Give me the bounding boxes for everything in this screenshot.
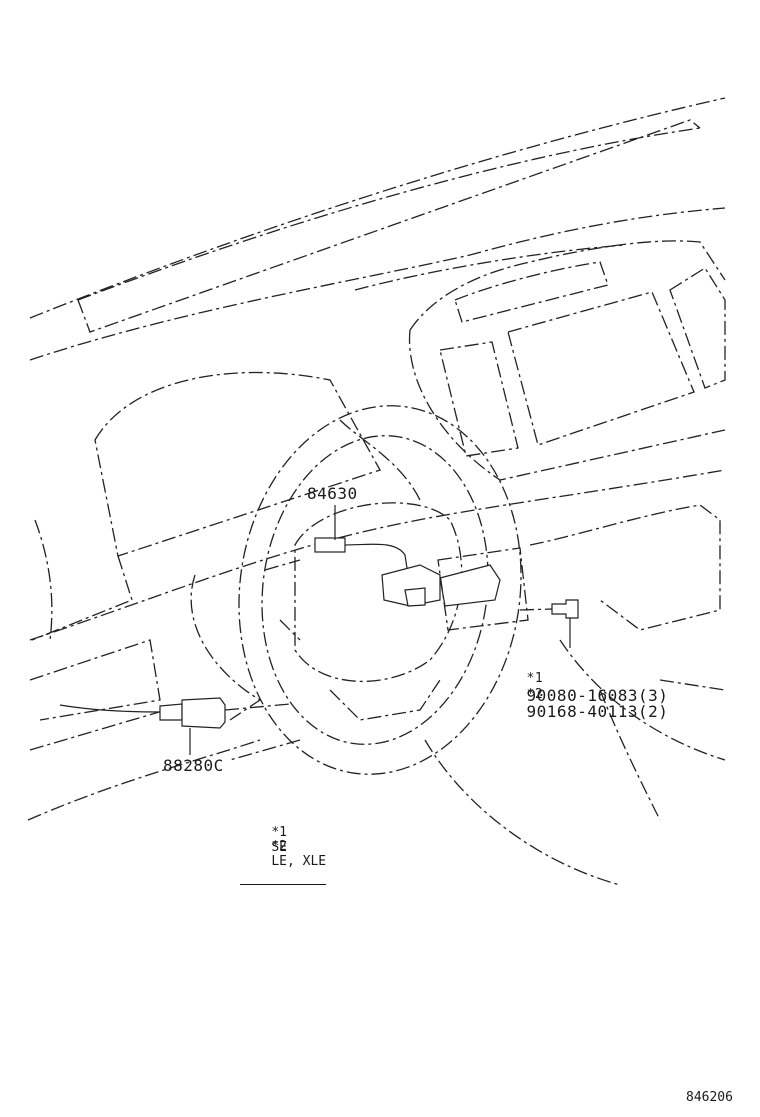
sensor-connector — [159, 703, 183, 721]
screw — [551, 599, 579, 619]
legend-mark-2: *2 — [271, 839, 287, 854]
steering-spoke-bottom — [329, 679, 441, 721]
dash-top-slot — [77, 119, 701, 333]
screw-1-number: 90080-16083 — [526, 686, 638, 705]
switch-connector — [314, 537, 346, 553]
left-lower — [29, 699, 201, 751]
steering-wheel-inner — [261, 435, 489, 745]
right-vent — [669, 267, 726, 389]
right-lower-panel — [559, 639, 726, 761]
cruise-switch-lever — [439, 564, 501, 607]
instrument-hood-lower — [31, 555, 133, 641]
dash-top-edge — [29, 97, 726, 319]
radio-panel — [507, 291, 695, 446]
screw-1-qty: (3) — [638, 686, 669, 705]
part-number-84630: 84630 — [307, 484, 358, 503]
center-vent — [454, 261, 609, 323]
sensor-mount-line — [224, 703, 291, 711]
figure-id: 846206 — [686, 1090, 733, 1105]
display-panel — [439, 341, 519, 457]
lower-right-line — [659, 679, 726, 691]
left-panel — [29, 639, 161, 721]
sensor-wire — [59, 704, 161, 713]
center-console-outer — [409, 240, 726, 331]
legend-text-1: SE — [271, 840, 287, 855]
screw-2-qty: (2) — [638, 702, 669, 721]
legend-row-2: *2 LE, XLE — [240, 824, 327, 885]
part-number-88280c: 88280C — [163, 756, 224, 775]
screw-line — [519, 608, 553, 611]
dash-top-edge-inner — [77, 127, 701, 301]
screw-2-row: *2 90168-40113(2) — [486, 664, 668, 740]
screw-1-row: *1 90080-16083(3) — [486, 648, 668, 724]
legend-text-2: LE, XLE — [271, 854, 327, 869]
cruise-switch-bracket — [404, 587, 426, 607]
column-shroud — [424, 739, 621, 886]
lower-dash-edge — [29, 469, 726, 641]
screw-2-mark: *2 — [526, 687, 544, 702]
sensor-body — [181, 697, 226, 729]
steering-upper — [339, 419, 421, 501]
left-bottom — [27, 739, 261, 821]
legend-row-1: *1 SE — [240, 810, 287, 870]
instrument-hood — [94, 371, 381, 557]
screw-1-mark: *1 — [526, 671, 544, 686]
steering-wheel-outer — [238, 405, 522, 775]
dash-mid-edge — [354, 244, 626, 291]
switch-outline-box — [437, 547, 529, 631]
steering-spoke-left — [264, 559, 301, 641]
screw-2-number: 90168-40113 — [526, 702, 638, 721]
legend-mark-1: *1 — [271, 825, 287, 840]
column-shroud-2 — [229, 739, 301, 761]
column-cover — [190, 574, 262, 721]
console-edge — [408, 329, 726, 481]
switch-harness — [344, 543, 409, 576]
floor-edge — [599, 689, 661, 821]
knee-panel — [529, 504, 721, 631]
left-vent — [34, 519, 53, 641]
dash-top-panel — [29, 207, 726, 361]
